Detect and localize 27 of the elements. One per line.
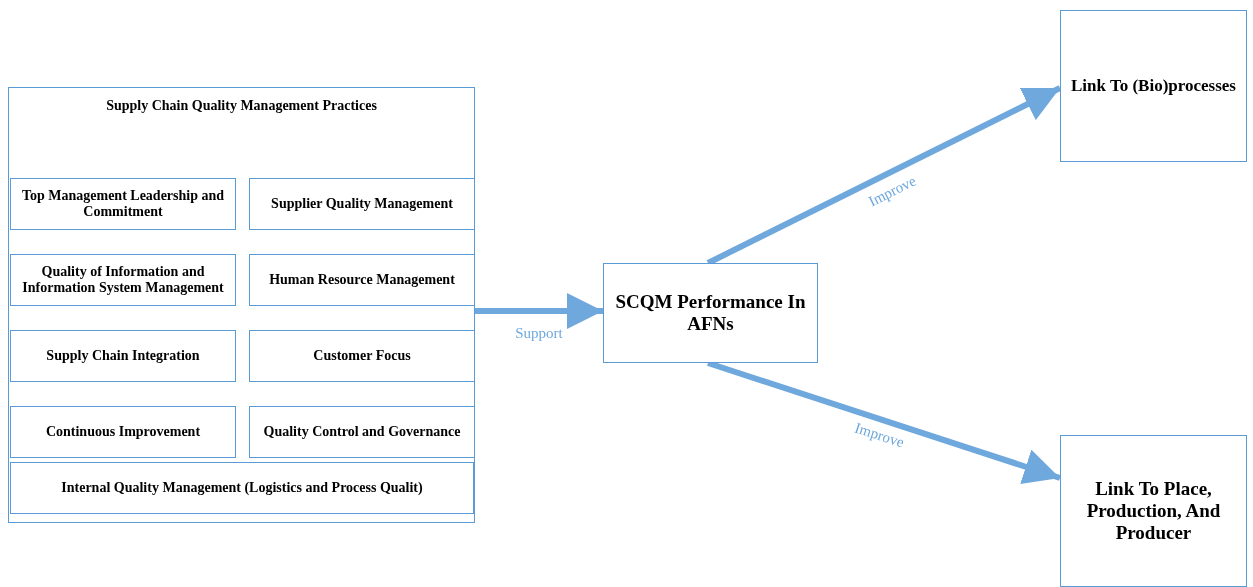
box-label: Internal Quality Management (Logistics and Process Qualit) bbox=[60, 480, 424, 496]
box-label: Supplier Quality Management bbox=[270, 196, 454, 212]
text-box bbox=[603, 263, 818, 363]
text-box bbox=[249, 406, 475, 458]
box-label: Quality of Information and Information System Management bbox=[21, 264, 225, 296]
box-label: Link To (Bio)processes bbox=[1070, 76, 1237, 96]
box-label: Customer Focus bbox=[312, 348, 412, 364]
box-label: SCQM Performance In AFNs bbox=[614, 291, 807, 335]
arrow bbox=[475, 293, 603, 329]
text-box bbox=[10, 254, 236, 306]
text-box bbox=[8, 87, 475, 523]
text-box bbox=[1060, 10, 1247, 162]
box-label: Quality Control and Governance bbox=[262, 424, 462, 440]
text-box bbox=[10, 406, 236, 458]
text-box bbox=[10, 462, 474, 514]
box-label: Link To Place, Production, And Producer bbox=[1085, 478, 1222, 544]
text-box bbox=[1060, 435, 1247, 587]
box-label: Human Resource Management bbox=[268, 272, 456, 288]
box-label: Top Management Leadership and Commitment bbox=[20, 188, 226, 220]
text-box bbox=[10, 330, 236, 382]
text-box bbox=[249, 178, 475, 230]
box-label: Supply Chain Integration bbox=[45, 348, 201, 364]
text-box bbox=[249, 330, 475, 382]
text-box bbox=[10, 178, 236, 230]
box-label: Continuous Improvement bbox=[44, 424, 202, 440]
text-box bbox=[249, 254, 475, 306]
box-label: Supply Chain Quality Management Practices bbox=[105, 98, 378, 114]
